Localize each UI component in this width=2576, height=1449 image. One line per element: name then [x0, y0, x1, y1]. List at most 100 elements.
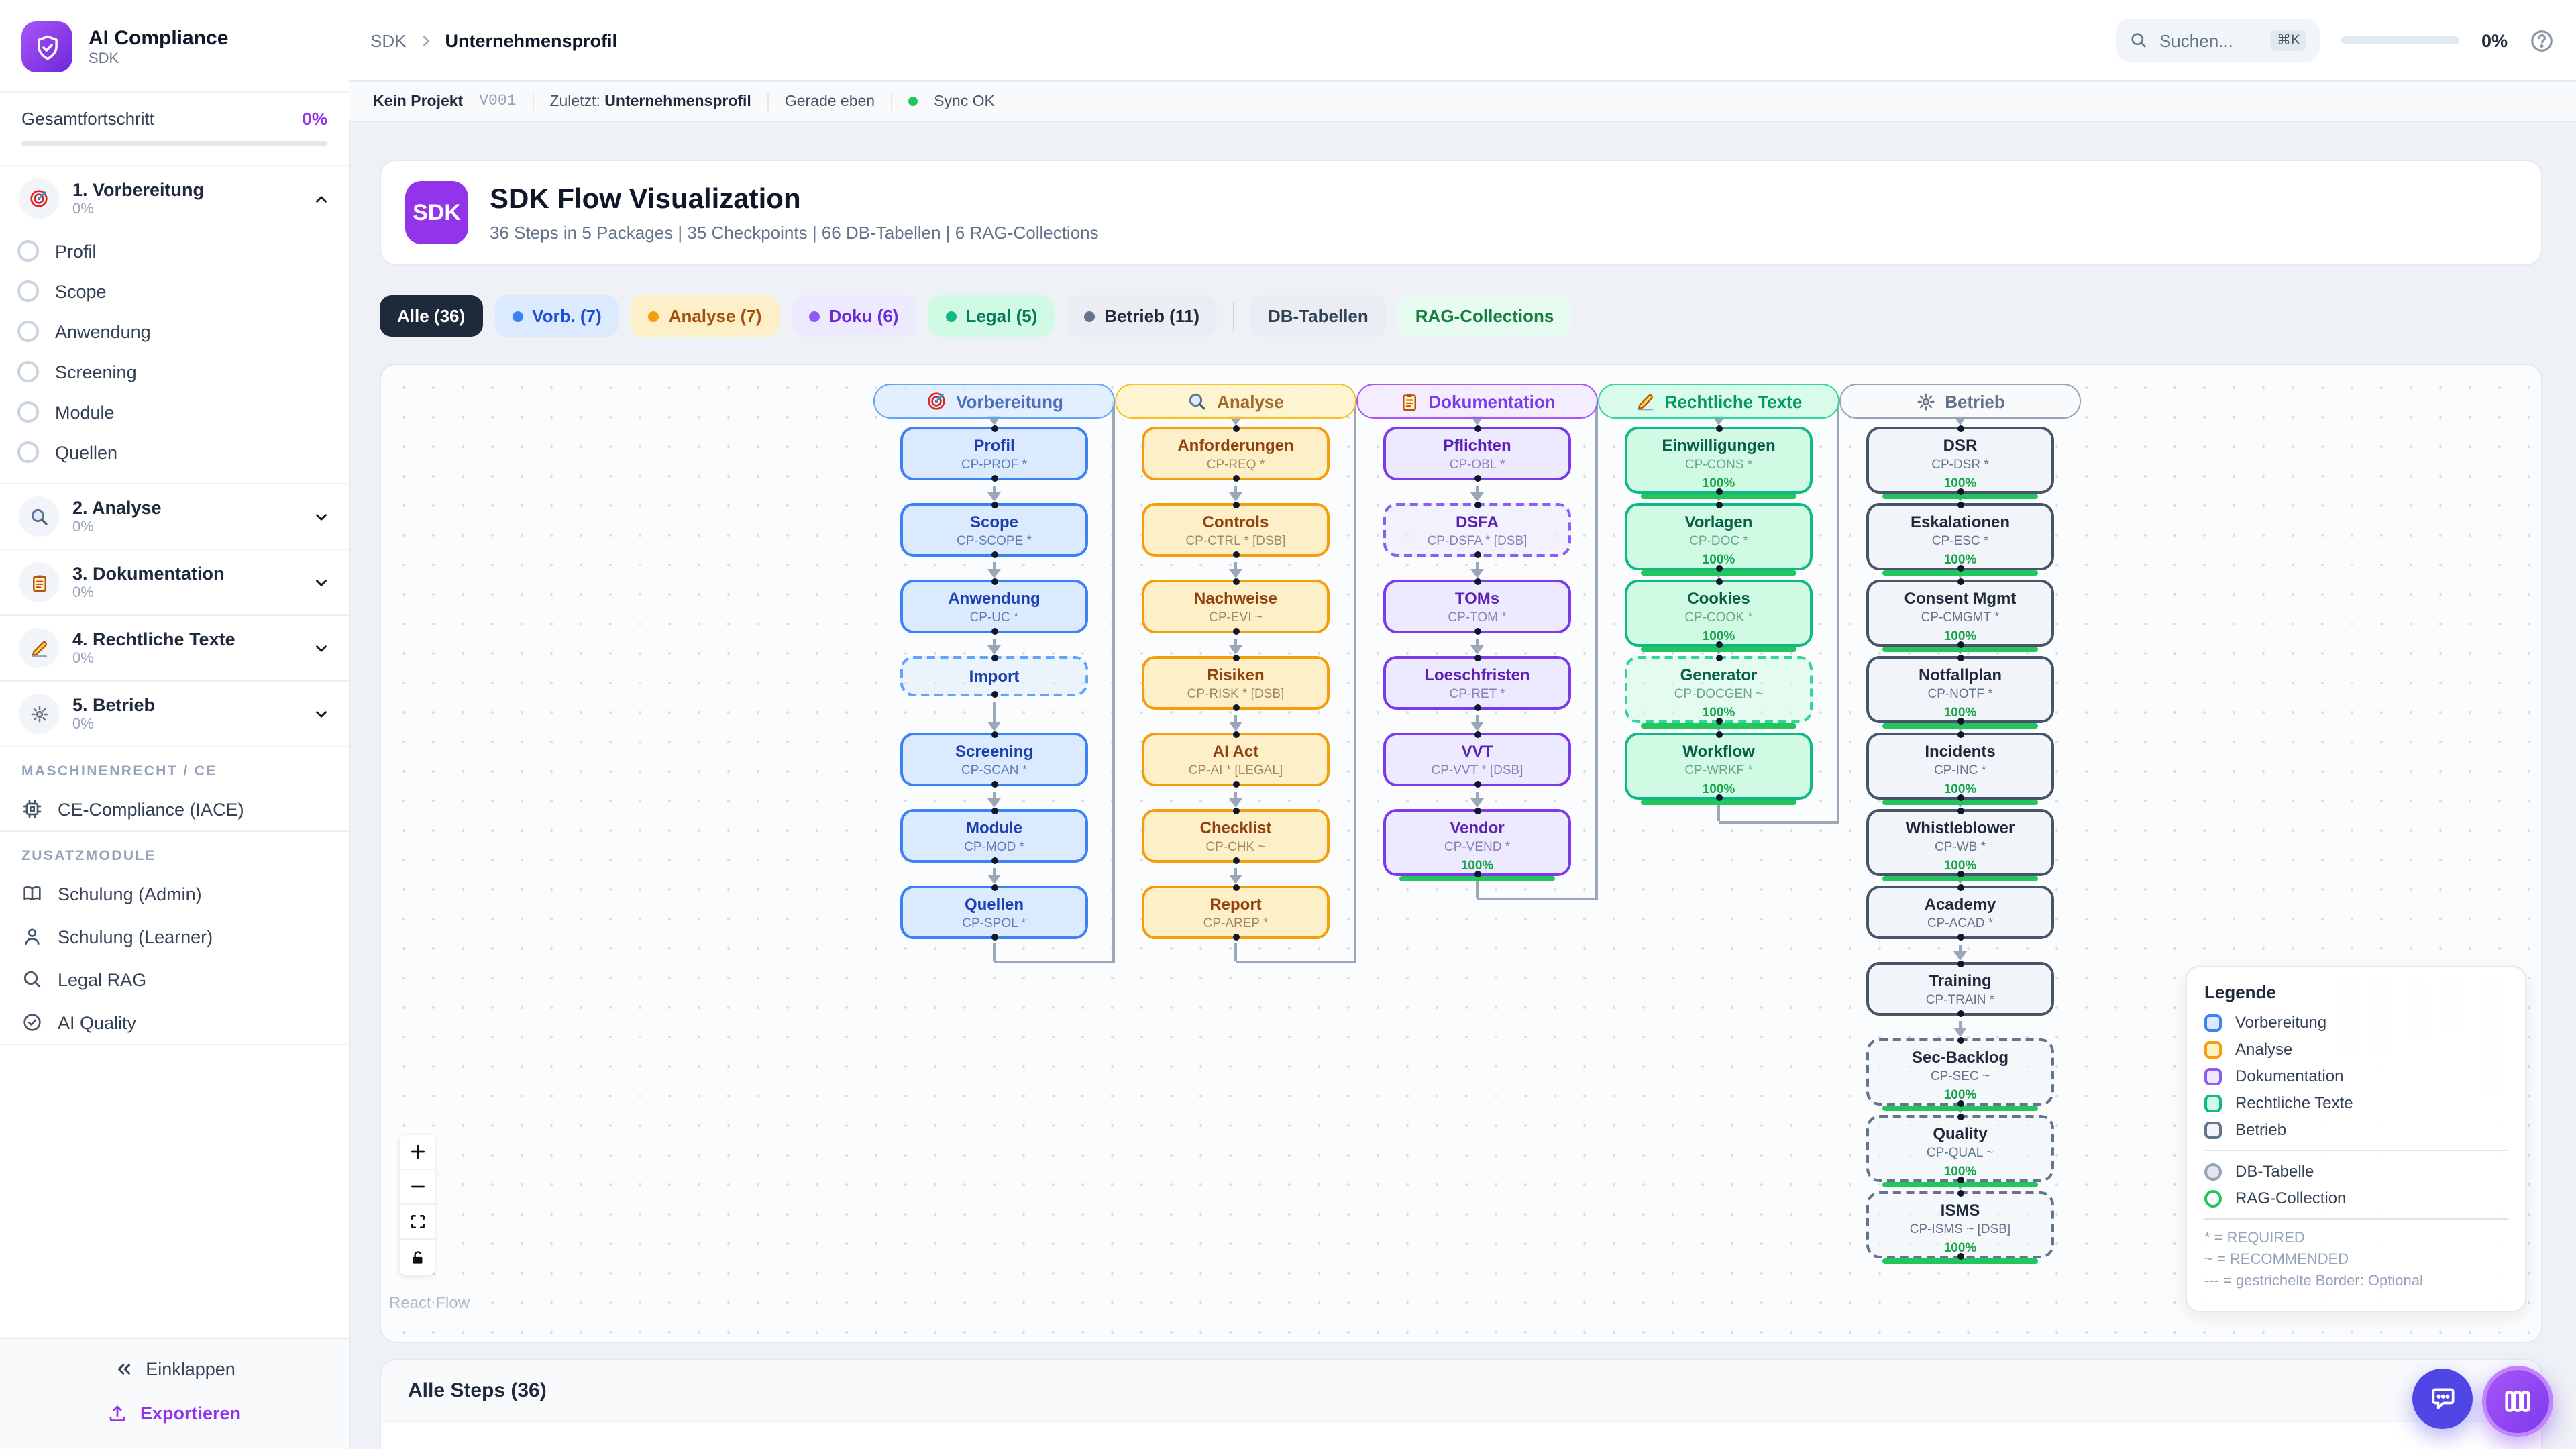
sidebar-step-profil[interactable]: Profil: [0, 231, 349, 271]
package-header-vorbereitung[interactable]: Vorbereitung: [873, 384, 1115, 419]
breadcrumb-root[interactable]: SDK: [370, 30, 407, 50]
help-icon[interactable]: [2529, 28, 2555, 53]
chat-button[interactable]: [2412, 1368, 2473, 1429]
collapse-sidebar-button[interactable]: Einklappen: [0, 1347, 349, 1391]
sidebar-step-screening[interactable]: Screening: [0, 352, 349, 392]
filter-chip-vorb-7-[interactable]: Vorb. (7): [494, 295, 619, 337]
sidebar-item-schulung-admin-[interactable]: Schulung (Admin): [0, 872, 349, 915]
legend-swatch-icon: [2204, 1094, 2222, 1112]
node-title: Scope: [969, 513, 1018, 531]
node-title: VVT: [1461, 742, 1493, 761]
package-header-rechtliche-texte[interactable]: Rechtliche Texte: [1598, 384, 1839, 419]
node-progress-value: 100%: [1702, 629, 1735, 644]
sidebar-step-anwendung[interactable]: Anwendung: [0, 311, 349, 352]
magnifier-icon: [1187, 391, 1208, 411]
fit-view-button[interactable]: [400, 1205, 435, 1240]
node-title: Pflichten: [1443, 436, 1511, 455]
phase-label: 4. Rechtliche Texte: [72, 629, 235, 649]
sidebar-step-quellen[interactable]: Quellen: [0, 432, 349, 472]
filter-chip-doku-6-[interactable]: Doku (6): [791, 295, 916, 337]
node-code: CP-DSFA * [DSB]: [1427, 534, 1527, 549]
package-header-dokumentation[interactable]: Dokumentation: [1356, 384, 1598, 419]
node-code: CP-UC *: [969, 610, 1019, 625]
package-header-analyse[interactable]: Analyse: [1115, 384, 1356, 419]
filter-chip-legal-5-[interactable]: Legal (5): [928, 295, 1055, 337]
phase-progress: 0%: [72, 716, 94, 733]
legend-label: Analyse: [2235, 1040, 2293, 1059]
sidebar-item-legal-rag[interactable]: Legal RAG: [0, 958, 349, 1001]
sidebar-step-scope[interactable]: Scope: [0, 271, 349, 311]
legend-item-db-tabelle: DB-Tabelle: [2204, 1162, 2508, 1181]
zoom-out-button[interactable]: [400, 1170, 435, 1205]
sidebar-item-ai-quality[interactable]: AI Quality: [0, 1001, 349, 1044]
filter-chip-betrieb-11-[interactable]: Betrieb (11): [1067, 295, 1217, 337]
node-progress-value: 100%: [1460, 859, 1494, 873]
node-progress-bar: [1882, 876, 2038, 881]
package-header-betrieb[interactable]: Betrieb: [1839, 384, 2081, 419]
flow-node-import[interactable]: Import: [900, 655, 1088, 698]
node-code: CP-RISK * [DSB]: [1187, 687, 1285, 702]
chevron-down-icon: [313, 574, 330, 591]
node-code: CP-VEND *: [1444, 840, 1511, 855]
magnifier-icon: [19, 496, 59, 537]
sidebar-item-schulung-learner-[interactable]: Schulung (Learner): [0, 915, 349, 958]
last-label: Zuletzt:: [549, 93, 600, 109]
lock-button[interactable]: [400, 1240, 435, 1275]
export-button[interactable]: Exportieren: [0, 1391, 349, 1436]
filter-chip-alle-36-[interactable]: Alle (36): [380, 295, 483, 337]
node-progress-bar: [1641, 647, 1796, 652]
filter-chip-rag-collections[interactable]: RAG-Collections: [1397, 295, 1572, 337]
sidebar-item-ce-compliance-iace-[interactable]: CE-Compliance (IACE): [0, 788, 349, 830]
zoom-in-button[interactable]: [400, 1135, 435, 1170]
filter-chip-analyse-7-[interactable]: Analyse (7): [631, 295, 780, 337]
sidebar-footer: Einklappen Exportieren: [0, 1338, 349, 1449]
sidebar-step-module[interactable]: Module: [0, 392, 349, 432]
search-input[interactable]: Suchen... ⌘K: [2116, 19, 2320, 62]
item-label: AI Quality: [58, 1012, 137, 1032]
filter-chip-db-tabellen[interactable]: DB-Tabellen: [1250, 295, 1386, 337]
columns-panel-button[interactable]: [2482, 1366, 2553, 1437]
